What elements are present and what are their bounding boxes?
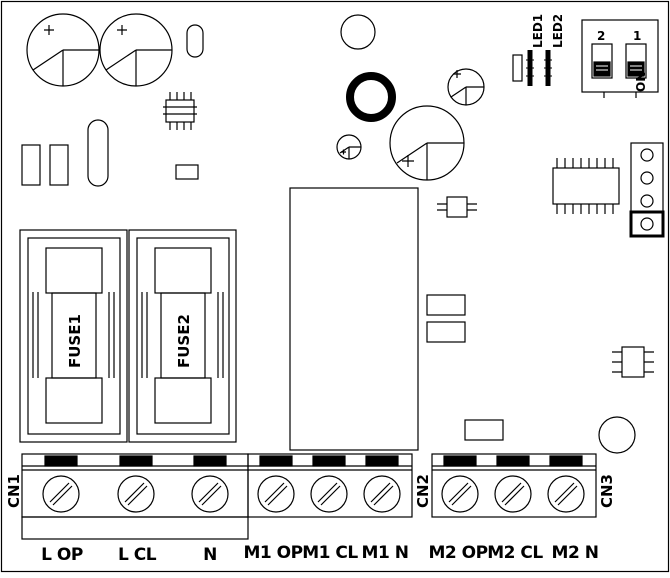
terminal-label-l-cl: L CL	[118, 545, 157, 565]
terminal-label-m1-n: M1 N	[362, 543, 409, 563]
small-transistor	[437, 196, 477, 218]
smd-ic-right	[552, 158, 620, 214]
fuse-2	[128, 229, 237, 443]
terminal-screw[interactable]	[117, 475, 155, 513]
led-1-label: LED1	[531, 14, 545, 48]
small-ic-top	[163, 92, 197, 130]
terminal-label-m2-n: M2 N	[552, 543, 599, 563]
capacitor-small-1	[336, 134, 362, 160]
capacitor-medium-1	[389, 105, 465, 181]
terminal-block-cn3	[431, 453, 597, 518]
relay	[289, 187, 419, 451]
capacitor-small-2	[447, 68, 485, 106]
fuse-1	[19, 229, 128, 443]
terminal-label-m1-op: M1 OP	[243, 543, 302, 563]
resistor-relay-2	[426, 321, 466, 343]
terminal-label-m1-cl: M1 CL	[302, 543, 358, 563]
terminal-screw[interactable]	[257, 475, 295, 513]
capacitor-large-2	[99, 13, 173, 87]
resistor-relay-1	[426, 294, 466, 316]
dip-position-1: 1	[633, 29, 641, 43]
terminal-screw[interactable]	[42, 475, 80, 513]
resistor-block-1	[21, 144, 41, 186]
round-pad-top	[340, 14, 376, 50]
terminal-screw[interactable]	[363, 475, 401, 513]
capacitor-large-1	[26, 13, 100, 87]
terminal-screws	[42, 475, 585, 513]
small-ic-right	[612, 346, 654, 378]
resistor-block-2	[49, 144, 69, 186]
fuse-2-label: FUSE2	[175, 314, 193, 368]
crystal-oval	[87, 119, 109, 187]
dip-on-label: ON	[634, 72, 648, 92]
connector-cn1-label: CN1	[5, 474, 23, 508]
terminal-screw[interactable]	[441, 475, 479, 513]
dip-switch[interactable]	[581, 19, 659, 98]
resistor-bottom	[464, 419, 504, 441]
terminal-screw[interactable]	[191, 475, 229, 513]
pin-header	[629, 142, 665, 238]
terminal-label-m2-op: M2 OP	[428, 543, 487, 563]
terminal-label-n: N	[203, 545, 217, 565]
led-2-label: LED2	[551, 14, 565, 48]
terminal-screw[interactable]	[494, 475, 532, 513]
terminal-screw[interactable]	[310, 475, 348, 513]
round-pad-bottom	[598, 416, 636, 454]
terminal-screw[interactable]	[547, 475, 585, 513]
terminal-block-cn2	[247, 453, 413, 518]
toroid-inductor	[346, 72, 396, 122]
fuse-1-label: FUSE1	[66, 314, 84, 368]
oval-component-1	[186, 24, 204, 58]
terminal-label-l-op: L OP	[41, 545, 83, 565]
led-1	[512, 50, 534, 86]
dip-position-2: 2	[597, 29, 605, 43]
small-resistor-1	[175, 164, 199, 180]
led-2	[544, 50, 552, 86]
terminal-label-m2-cl: M2 CL	[487, 543, 543, 563]
connector-cn3-label: CN3	[598, 474, 616, 508]
connector-cn2-label: CN2	[414, 474, 432, 508]
